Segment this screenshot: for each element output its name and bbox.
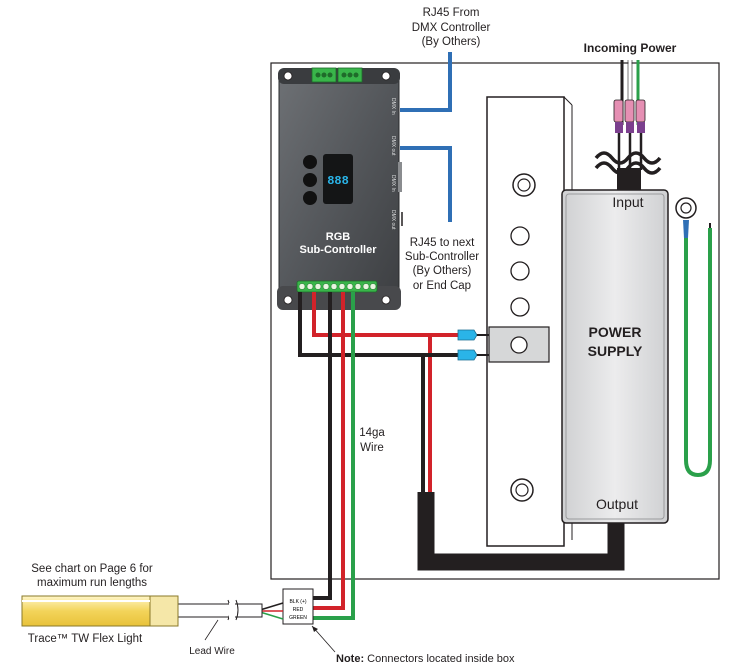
power-wire-red bbox=[312, 292, 458, 337]
rj45-from-line2: DMX Controller bbox=[412, 22, 491, 34]
controller-label-2: Sub-Controller bbox=[300, 244, 378, 256]
cable-break-mark bbox=[594, 151, 662, 165]
supply-out-black bbox=[421, 353, 440, 495]
mount-hole bbox=[381, 71, 391, 81]
note-label: Note: Connectors located inside box bbox=[336, 653, 515, 665]
display-digits: 888 bbox=[327, 174, 349, 188]
supply-out-red bbox=[428, 333, 440, 495]
wire-connector bbox=[282, 588, 314, 625]
port-label: DMX out bbox=[390, 210, 396, 230]
power-supply-label-1: POWER bbox=[589, 324, 642, 340]
rail-screw bbox=[512, 173, 536, 197]
rail-hole bbox=[510, 226, 530, 246]
lead-wire-label: Lead Wire bbox=[189, 646, 235, 657]
power-wire-black bbox=[298, 292, 458, 357]
run-note-line1: See chart on Page 6 for bbox=[31, 563, 153, 575]
ferrule-black bbox=[457, 349, 478, 361]
controller-label-1: RGB bbox=[326, 231, 351, 243]
controller-button bbox=[303, 173, 317, 187]
connector-label-green: GREEN bbox=[289, 615, 307, 621]
ferrule-red bbox=[457, 329, 478, 341]
output-terminals bbox=[296, 280, 378, 293]
load-wire-red bbox=[313, 292, 345, 610]
run-note-line2: maximum run lengths bbox=[37, 577, 147, 589]
dmx-in-cable bbox=[400, 52, 452, 112]
connector-label-blk: BLK (+) bbox=[289, 599, 306, 605]
port-label: DMX In bbox=[390, 98, 396, 115]
output-label: Output bbox=[596, 496, 638, 512]
note-text: Connectors located inside box bbox=[364, 653, 515, 665]
supply-output-cable bbox=[417, 492, 625, 571]
rj45-from-line3: (By Others) bbox=[422, 36, 481, 48]
load-wire-green bbox=[313, 292, 355, 620]
incoming-power-label: Incoming Power bbox=[584, 41, 677, 55]
display-panel bbox=[323, 154, 353, 204]
rj45-next-line4: or End Cap bbox=[413, 280, 471, 292]
rj45-next-line2: Sub-Controller bbox=[405, 251, 479, 263]
power-supply-label-2: SUPPLY bbox=[588, 343, 643, 359]
rail-hole bbox=[510, 297, 530, 317]
controller-button bbox=[303, 191, 317, 205]
rj45-next-line1: RJ45 to next bbox=[410, 237, 475, 249]
rail-screw bbox=[510, 478, 534, 502]
mounting-rail bbox=[486, 96, 565, 547]
connector-label-red: RED bbox=[293, 607, 304, 613]
load-wire-black bbox=[313, 292, 332, 600]
note-bold: Note: bbox=[336, 653, 364, 665]
controller-button bbox=[303, 155, 317, 169]
rj45-next-line3: (By Others) bbox=[413, 265, 472, 277]
mount-hole bbox=[283, 71, 293, 81]
wire-gauge-line1: 14ga bbox=[359, 427, 385, 439]
input-connector bbox=[311, 67, 363, 83]
dmx-out-cable bbox=[400, 146, 452, 222]
wire-nuts bbox=[613, 99, 646, 133]
rj45-from-line1: RJ45 From bbox=[423, 7, 480, 19]
light-label: Trace™ TW Flex Light bbox=[28, 633, 143, 645]
port-label: DMX In bbox=[390, 175, 396, 192]
ground-wire bbox=[684, 222, 712, 478]
input-label: Input bbox=[612, 194, 643, 210]
mount-hole bbox=[381, 295, 391, 305]
mount-hole bbox=[283, 295, 293, 305]
wire-gauge-line2: Wire bbox=[360, 442, 384, 454]
lead-wire-callout bbox=[204, 619, 219, 641]
rail-hole bbox=[510, 261, 530, 281]
lead-wire bbox=[177, 603, 263, 618]
port-label: DMX out bbox=[390, 136, 396, 156]
